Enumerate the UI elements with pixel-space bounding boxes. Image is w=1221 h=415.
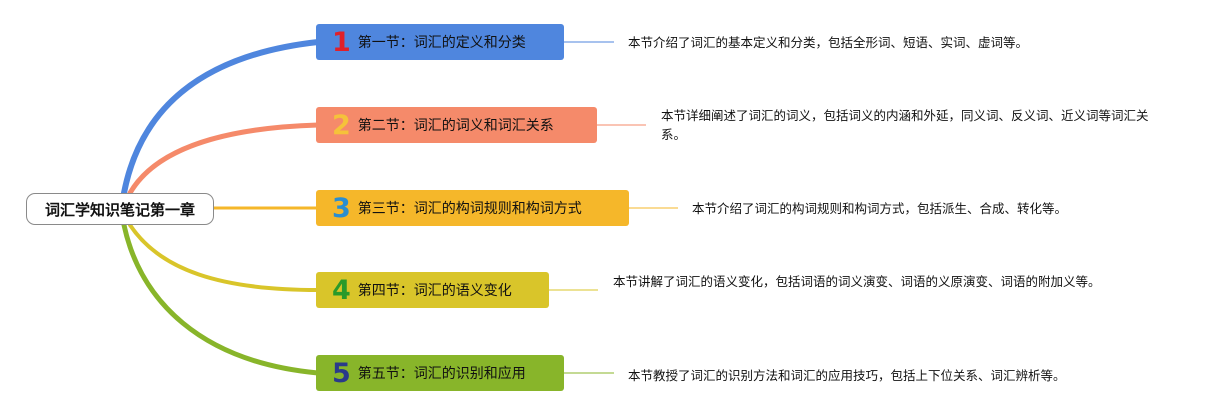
branch-title-5: 第五节：词汇的识别和应用 xyxy=(357,366,526,382)
branch-number-1: 1 xyxy=(332,26,351,58)
branch-title-3: 第三节：词汇的构词规则和构词方式 xyxy=(357,201,582,217)
branch-number-3: 3 xyxy=(332,192,351,224)
branch-curve-5 xyxy=(121,222,321,376)
branch-node-5[interactable]: 5 第五节：词汇的识别和应用 xyxy=(316,355,564,391)
branch-curve-1 xyxy=(121,39,321,196)
branch-node-2[interactable]: 2 第二节：词汇的词义和词汇关系 xyxy=(316,107,597,143)
branch-desc-5: 本节教授了词汇的识别方法和词汇的应用技巧，包括上下位关系、词汇辨析等。 xyxy=(628,368,1066,383)
branch-desc-2: 本节详细阐述了词汇的词义，包括词义的内涵和外延，同义词、反义词、近义词等词汇关系… xyxy=(661,108,1149,142)
branch-node-1[interactable]: 1 第一节：词汇的定义和分类 xyxy=(316,24,564,60)
branch-title-1: 第一节：词汇的定义和分类 xyxy=(357,35,526,51)
branch-node-3[interactable]: 3 第三节：词汇的构词规则和构词方式 xyxy=(316,190,629,226)
branch-number-5: 5 xyxy=(332,357,351,389)
branch-desc-4: 本节讲解了词汇的语义变化，包括词语的词义演变、词语的义原演变、词语的附加义等。 xyxy=(613,274,1101,289)
branch-curve-2 xyxy=(127,122,321,196)
root-node[interactable]: 词汇学知识笔记第一章 xyxy=(26,193,214,225)
root-label: 词汇学知识笔记第一章 xyxy=(44,200,195,219)
branch-number-2: 2 xyxy=(332,109,351,141)
branch-desc-3: 本节介绍了词汇的构词规则和构词方式，包括派生、合成、转化等。 xyxy=(692,201,1068,216)
branch-desc-1: 本节介绍了词汇的基本定义和分类，包括全形词、短语、实词、虚词等。 xyxy=(628,35,1029,50)
branch-title-4: 第四节：词汇的语义变化 xyxy=(357,283,512,299)
branch-title-2: 第二节：词汇的词义和词汇关系 xyxy=(357,118,554,134)
branch-curve-4 xyxy=(128,223,320,292)
branch-node-4[interactable]: 4 第四节：词汇的语义变化 xyxy=(316,272,549,308)
branch-number-4: 4 xyxy=(332,274,351,306)
